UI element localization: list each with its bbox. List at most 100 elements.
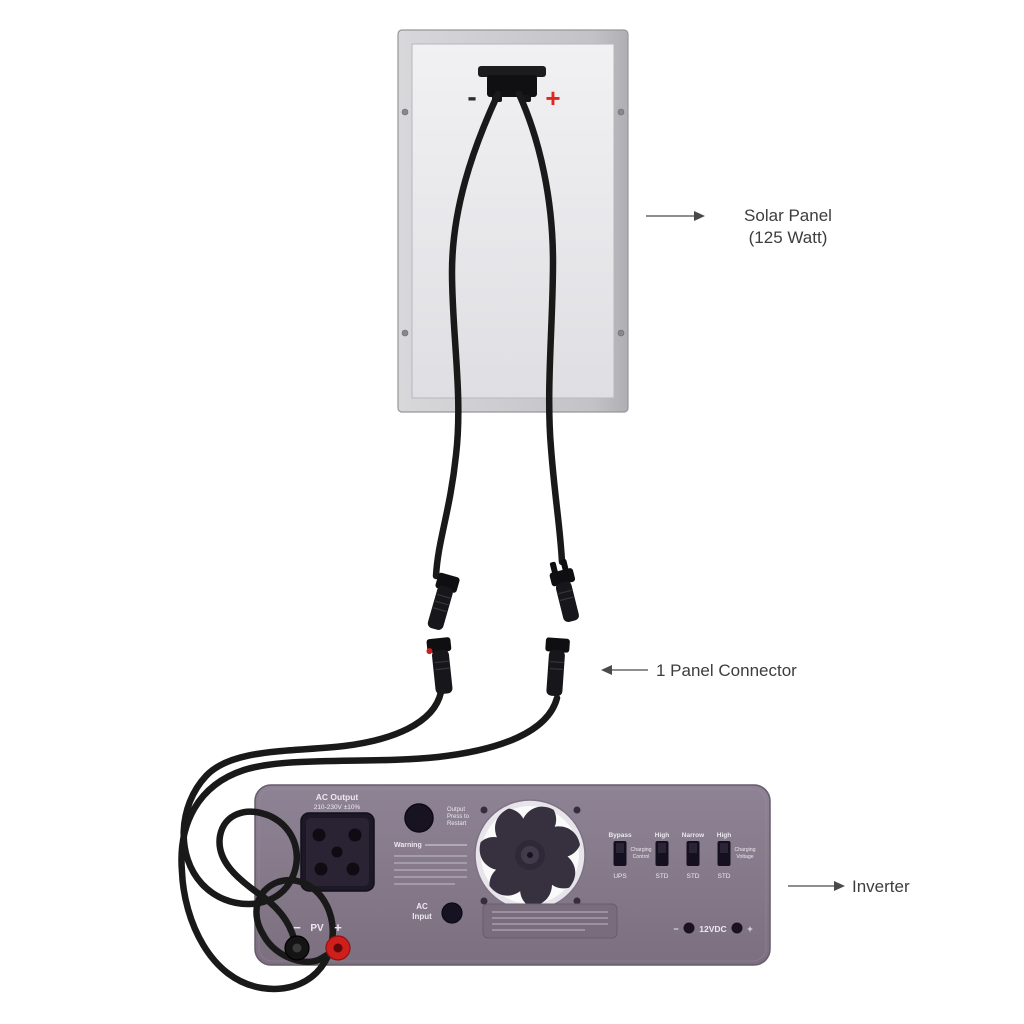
connector-collar [426, 637, 452, 654]
junction-box-flange [478, 66, 546, 77]
switch-top-label: Narrow [682, 832, 705, 839]
ac-output-spec: 210-230V ±10% [314, 804, 361, 811]
connector-ridge [558, 589, 572, 595]
pv-terminal-negative-hole [292, 943, 302, 953]
switch-bottom-label: UPS [613, 873, 627, 880]
switch-bank: Bypass UPS Charging Control High STD Nar… [608, 832, 755, 880]
pv-cable-positive [178, 694, 561, 993]
fan-hub-center [527, 852, 533, 858]
connector-ridge [436, 593, 451, 599]
charging-voltage-label: Voltage [736, 854, 753, 860]
pv-terminal-positive-hole [333, 943, 343, 953]
solar-panel: - + [397, 29, 629, 413]
dc-minus-label: − [673, 924, 678, 934]
output-btn-label: Restart [447, 821, 467, 827]
switch-rocker [720, 843, 728, 853]
connector-ridge [434, 600, 449, 606]
connector-ridge [559, 596, 574, 602]
warning-label: Warning [394, 842, 422, 849]
connector-body [555, 581, 579, 622]
inverter: AC Output 210-230V ±10% Output Press to … [254, 784, 771, 966]
output-btn-label: Press to [447, 814, 470, 820]
junction-box-body [487, 75, 537, 97]
fan-screw-icon [573, 897, 581, 905]
switch-top-label: Bypass [608, 832, 632, 839]
dc-terminal-positive [731, 922, 743, 934]
panel-cable-negative [432, 90, 502, 580]
socket-hole [314, 862, 328, 876]
mc4-connector-right-bottom [545, 637, 570, 697]
panel-cable-positive [515, 90, 566, 566]
socket-hole [348, 828, 362, 842]
cooling-fan [472, 798, 586, 911]
dc-plus-label: + [747, 924, 752, 934]
fan-screw-icon [480, 897, 488, 905]
connector-collar [549, 568, 576, 587]
ac-input-label: Input [412, 912, 432, 921]
connector-ridge [549, 667, 563, 671]
callout-solar-panel: Solar Panel (125 Watt) [646, 206, 832, 247]
connector-ridge [435, 667, 450, 671]
switch-rocker [658, 843, 666, 853]
switch-bottom-label: STD [718, 873, 731, 880]
warning-text-block: Warning [394, 842, 467, 885]
connector-body [546, 649, 565, 697]
switch-rocker [689, 843, 697, 853]
ac-output-socket [300, 812, 375, 892]
fan-screw-icon [480, 806, 488, 814]
switch-rocker [616, 843, 624, 853]
arrow-right-icon [834, 881, 845, 891]
callout-inverter: Inverter [788, 877, 910, 896]
switch-top-label: High [717, 832, 731, 839]
junction-plus-label: + [545, 83, 560, 113]
pv-plus-label: + [334, 920, 342, 935]
switch-top-label: High [655, 832, 669, 839]
panel-screw-icon [617, 329, 625, 337]
solar-panel-wattage-label: (125 Watt) [749, 228, 828, 247]
dc-terminal-negative [683, 922, 695, 934]
pv-input-terminals: − PV + [284, 920, 351, 961]
panel-screw-icon [401, 329, 409, 337]
inverter-label: Inverter [852, 877, 910, 896]
junction-minus-label: - [467, 81, 476, 112]
inverter-bezel [258, 788, 767, 962]
dc-output-terminals: − 12VDC + [673, 922, 753, 934]
spec-sticker [482, 903, 618, 939]
connector-ridge [432, 607, 447, 613]
charging-control-label: Control [633, 854, 650, 860]
solar-panel-label: Solar Panel [744, 206, 832, 225]
panel-screw-icon [617, 108, 625, 116]
fan-screw-icon [573, 806, 581, 814]
panel-connector-label: 1 Panel Connector [656, 661, 797, 680]
socket-hole [346, 862, 360, 876]
sticker-plate [482, 903, 618, 939]
connector-body [431, 649, 453, 695]
mc4-connector-left-top [427, 572, 460, 630]
mc4-connector-right-top [549, 559, 579, 622]
connector-red-band [426, 648, 433, 655]
dc-voltage-label: 12VDC [699, 924, 726, 934]
ac-input-label: AC [416, 902, 428, 911]
arrow-left-icon [601, 665, 612, 675]
switch-bottom-label: STD [687, 873, 700, 880]
switch-bottom-label: STD [656, 873, 669, 880]
solar-panel-back-sheet [411, 43, 615, 399]
connector-collar [545, 637, 570, 653]
ac-output-title: AC Output [316, 792, 359, 802]
pv-label: PV [310, 923, 324, 934]
connector-ridge [434, 660, 449, 664]
panel-screw-icon [401, 108, 409, 116]
arrow-right-icon [694, 211, 705, 221]
pv-minus-label: − [293, 920, 301, 935]
socket-hole [312, 828, 326, 842]
callout-panel-connector: 1 Panel Connector [601, 661, 797, 680]
output-btn-label: Output [447, 807, 465, 813]
connector-ridge [550, 660, 564, 664]
mc4-connector-left-bottom [426, 637, 453, 695]
charging-control-label: Charging [630, 847, 651, 853]
charging-voltage-label: Charging [734, 847, 755, 853]
output-restart-button [404, 803, 434, 833]
socket-hole [331, 846, 343, 858]
